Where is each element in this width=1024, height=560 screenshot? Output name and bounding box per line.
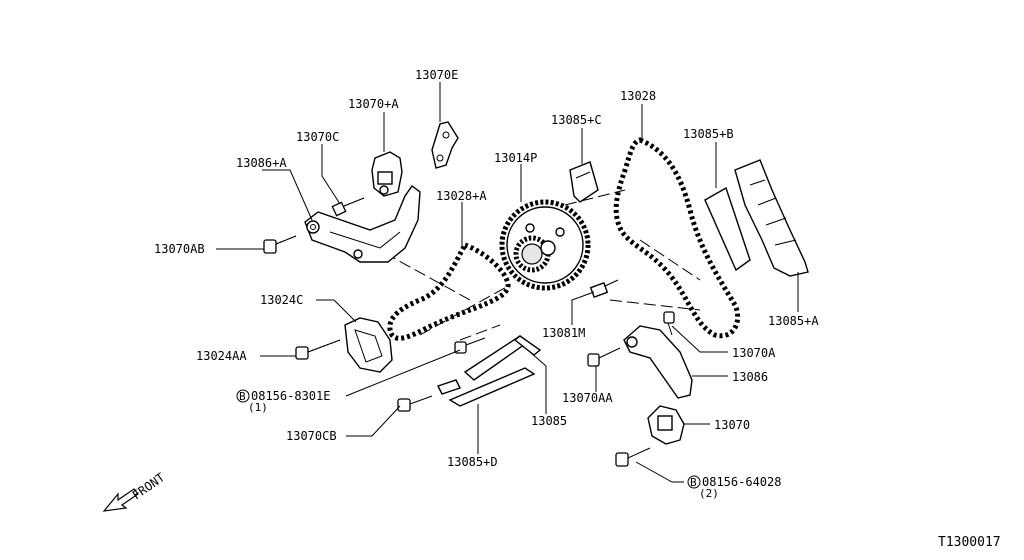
label-13070-a: 13070+A	[348, 97, 399, 111]
label-13085-a: 13085+A	[768, 314, 819, 328]
oil-jet-13081m	[589, 279, 619, 298]
chain-guide-13085d	[437, 367, 536, 407]
secondary-chain	[387, 241, 511, 341]
label-13070ab: 13070AB	[154, 242, 205, 256]
bolt-13070ab	[263, 235, 297, 254]
alignment-lines	[369, 189, 701, 341]
label-13085-d: 13085+D	[447, 455, 498, 469]
label-13085-c: 13085+C	[551, 113, 602, 127]
label-08156-64028: 08156-64028	[702, 475, 781, 489]
front-indicator: FRONT	[102, 470, 168, 512]
bolt-symbol-b-2: B	[690, 476, 697, 489]
label-13024c: 13024C	[260, 293, 303, 307]
label-13086: 13086	[732, 370, 768, 384]
front-label: FRONT	[130, 470, 168, 502]
diagram-id: T1300017	[938, 535, 1001, 550]
tensioner-13070	[647, 405, 685, 445]
front-arrow-icon	[102, 488, 139, 512]
chain-guide-13085	[463, 335, 542, 381]
label-13014p: 13014P	[494, 151, 537, 165]
tensioner-arm-upper	[304, 185, 421, 263]
plate-13024c	[344, 317, 393, 373]
label-13085: 13085	[531, 414, 567, 428]
label-13028: 13028	[620, 89, 656, 103]
label-13085-b: 13085+B	[683, 127, 734, 141]
label-13070: 13070	[714, 418, 750, 432]
part-labels: 13070E 13070+A 13070C 13086+A 13070AB 13…	[154, 68, 819, 500]
tensioner-body-upper	[371, 151, 403, 197]
tensioner-arm-13086	[623, 325, 693, 399]
bolt-13070c	[331, 197, 365, 217]
sprocket-13014p	[499, 199, 591, 291]
label-08156-64028-qty: (2)	[699, 487, 719, 500]
label-13081m: 13081M	[542, 326, 585, 340]
label-13070e: 13070E	[415, 68, 458, 82]
label-13024aa: 13024AA	[196, 349, 247, 363]
label-13070a: 13070A	[732, 346, 776, 360]
main-chain	[613, 137, 741, 339]
bolt-13070a	[663, 311, 675, 336]
label-13070c: 13070C	[296, 130, 339, 144]
bolt-13070cb	[397, 395, 433, 412]
label-13070aa: 13070AA	[562, 391, 613, 405]
label-13028-a: 13028+A	[436, 189, 487, 203]
label-08156-8301e: 08156-8301E	[251, 389, 330, 403]
guide-13085c	[569, 161, 599, 203]
bolt-13070aa	[587, 347, 621, 367]
leader-lines	[216, 82, 799, 483]
guide-13085a	[734, 159, 809, 277]
label-13086-a: 13086+A	[236, 156, 287, 170]
bolt-08156-8301e	[454, 337, 486, 354]
bolt-symbol-b: B	[239, 390, 246, 403]
bracket-13070e	[431, 121, 459, 169]
label-08156-8301e-qty: (1)	[248, 401, 268, 414]
label-13070cb: 13070CB	[286, 429, 337, 443]
bolt-symbol-icon	[236, 389, 250, 403]
guide-13085b	[704, 186, 751, 272]
bolt-08156-64028	[615, 447, 651, 467]
bolt-symbol-icon-2	[687, 475, 701, 489]
bolt-13024aa	[295, 339, 341, 360]
